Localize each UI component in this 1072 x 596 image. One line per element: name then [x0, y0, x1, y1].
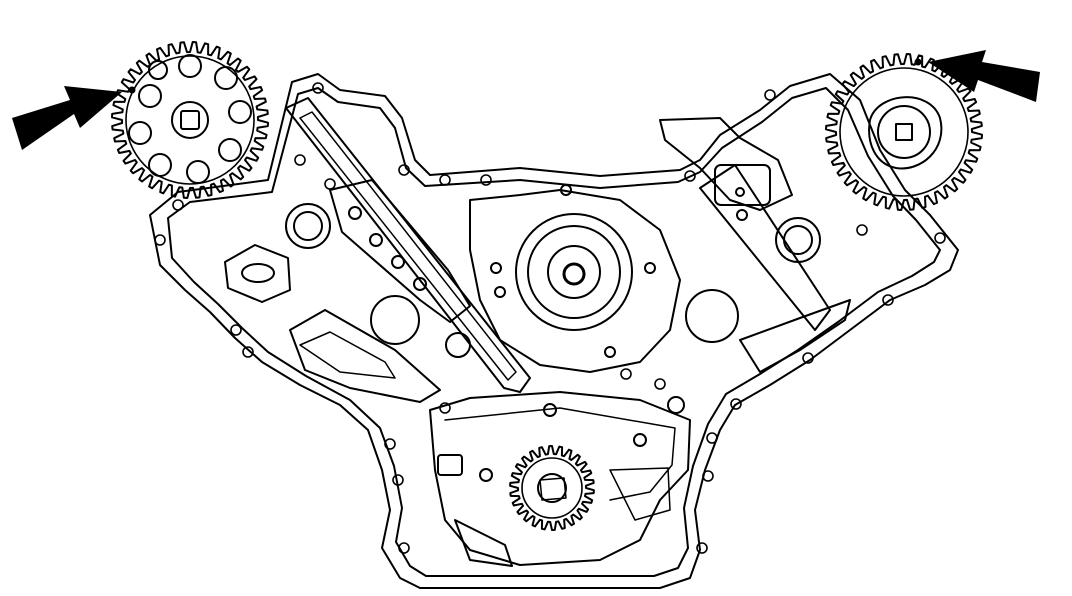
left-timing-mark-arrow	[12, 86, 122, 150]
crankshaft-sprocket	[509, 445, 595, 531]
oil-pump-body	[429, 391, 691, 566]
right-chain-guide	[699, 164, 831, 331]
lower-left-panel	[289, 309, 441, 403]
left-chain-guide	[285, 97, 531, 393]
lower-right-panel	[739, 299, 851, 373]
left-timing-mark	[128, 86, 136, 94]
gear-icon	[509, 445, 595, 531]
left-camshaft-sprocket	[111, 41, 269, 199]
right-timing-mark-arrow	[928, 50, 1040, 102]
left-bank-bore	[370, 295, 420, 345]
engine-block-outline	[149, 73, 959, 589]
perimeter-bolt-holes	[154, 82, 946, 554]
water-pump-outer-ring	[515, 213, 633, 331]
gear-icon	[111, 41, 269, 199]
water-pump-housing	[469, 189, 681, 373]
right-tensioner	[659, 117, 793, 211]
water-pump-pulley-boss	[562, 262, 586, 286]
left-cam-bore	[285, 203, 331, 249]
left-mount-pad	[224, 244, 291, 303]
right-cam-bore	[775, 217, 821, 263]
center-right-bore	[685, 289, 739, 343]
right-timing-mark	[914, 58, 922, 66]
left-tensioner	[329, 179, 471, 323]
left-chain-guide-inner	[299, 111, 517, 381]
